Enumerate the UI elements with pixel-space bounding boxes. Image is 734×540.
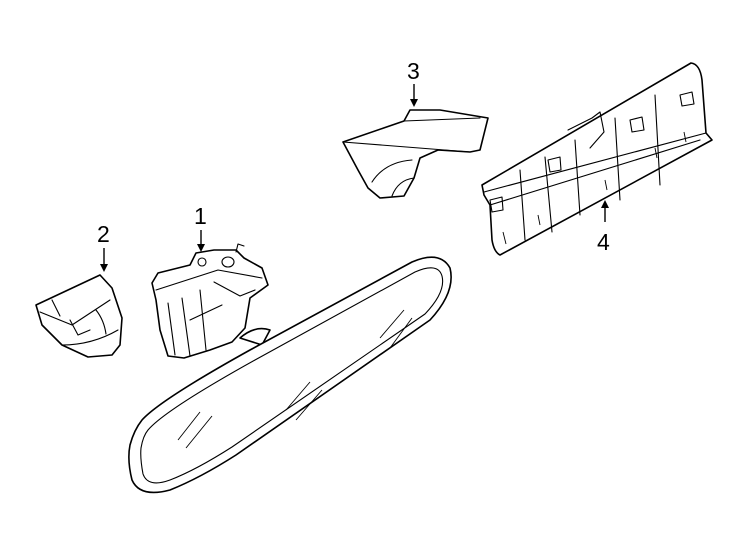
callout-3-arrow bbox=[410, 99, 418, 107]
rear-view-mirror[interactable] bbox=[128, 256, 452, 494]
callout-2-arrow bbox=[100, 264, 108, 272]
callout-1-label: 1 bbox=[194, 203, 207, 229]
part-2-sensor-cover[interactable] bbox=[35, 274, 123, 358]
callout-4-label: 4 bbox=[597, 229, 610, 255]
part-3-mirror-cover[interactable] bbox=[342, 109, 489, 199]
callout-2-label: 2 bbox=[97, 221, 110, 247]
part-1-mirror-mount[interactable] bbox=[151, 243, 269, 359]
callout-3-label: 3 bbox=[407, 58, 420, 84]
callout-4-arrow bbox=[601, 200, 609, 208]
part-4-trim-panel[interactable] bbox=[481, 62, 713, 256]
callout-1-arrow bbox=[197, 244, 205, 252]
